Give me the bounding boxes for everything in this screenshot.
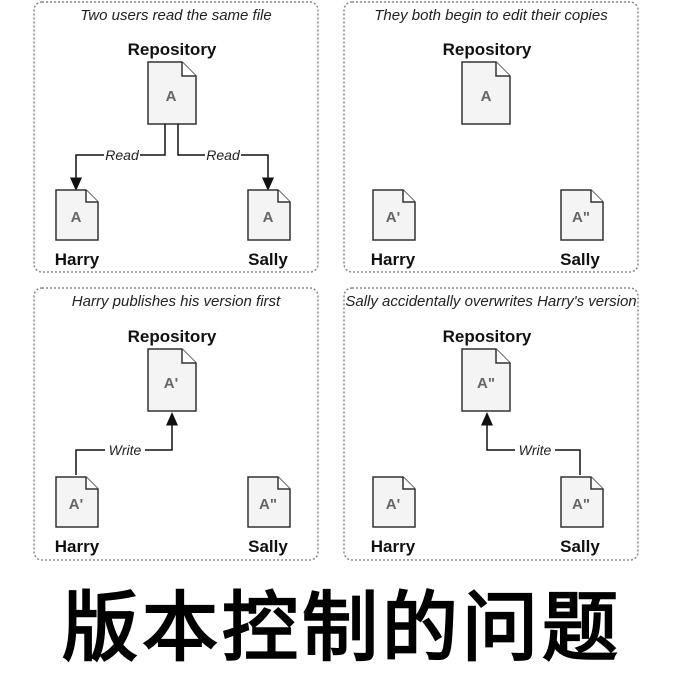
read-label-sally: Read bbox=[206, 147, 241, 163]
sally-document-icon: A bbox=[247, 189, 291, 241]
repository-document-icon: A' bbox=[147, 348, 197, 412]
sally-doc-label: A" bbox=[572, 496, 590, 513]
sally-label: Sally bbox=[560, 537, 600, 556]
sally-doc-label: A" bbox=[259, 496, 277, 513]
sally-document-icon: A" bbox=[247, 476, 291, 528]
harry-label: Harry bbox=[371, 537, 416, 556]
harry-label: Harry bbox=[55, 250, 100, 269]
panel-border bbox=[343, 287, 639, 561]
panel-read: Two users read the same file Repository … bbox=[33, 1, 319, 273]
sally-document-icon: A" bbox=[560, 476, 604, 528]
panel-harry-publishes: Harry publishes his version first Reposi… bbox=[33, 287, 319, 561]
panel-caption: Sally accidentally overwrites Harry's ve… bbox=[345, 293, 636, 310]
version-control-diagram: Two users read the same file Repository … bbox=[33, 1, 639, 561]
repository-title: Repository bbox=[128, 40, 217, 59]
repository-document-icon: A" bbox=[461, 348, 511, 412]
panel-border bbox=[343, 1, 639, 273]
harry-document-icon: A' bbox=[372, 476, 416, 528]
repository-document-icon: A bbox=[461, 61, 511, 125]
sally-label: Sally bbox=[248, 250, 288, 269]
panel-caption: They both begin to edit their copies bbox=[374, 7, 608, 24]
sally-label: Sally bbox=[560, 250, 600, 269]
harry-document-icon: A bbox=[55, 189, 99, 241]
harry-label: Harry bbox=[55, 537, 100, 556]
panel-border bbox=[33, 1, 319, 273]
panel-caption: Two users read the same file bbox=[80, 7, 271, 24]
harry-document-icon: A' bbox=[372, 189, 416, 241]
repository-title: Repository bbox=[443, 40, 532, 59]
bottom-title: 版本控制的问题 bbox=[62, 583, 622, 672]
repository-title: Repository bbox=[128, 327, 217, 346]
repository-doc-label: A' bbox=[164, 375, 178, 392]
read-label-harry: Read bbox=[105, 147, 140, 163]
repository-doc-label: A bbox=[481, 88, 492, 105]
sally-doc-label: A bbox=[263, 209, 274, 226]
sally-label: Sally bbox=[248, 537, 288, 556]
write-label: Write bbox=[519, 442, 552, 458]
panel-sally-overwrites: Sally accidentally overwrites Harry's ve… bbox=[343, 287, 639, 561]
harry-doc-label: A' bbox=[69, 496, 83, 513]
panel-border bbox=[33, 287, 319, 561]
harry-label: Harry bbox=[371, 250, 416, 269]
repository-doc-label: A" bbox=[477, 375, 495, 392]
harry-document-icon: A' bbox=[55, 476, 99, 528]
panel-edit: They both begin to edit their copies Rep… bbox=[343, 1, 639, 273]
harry-doc-label: A' bbox=[386, 496, 400, 513]
sally-doc-label: A" bbox=[572, 209, 590, 226]
harry-doc-label: A' bbox=[386, 209, 400, 226]
repository-title: Repository bbox=[443, 327, 532, 346]
panel-caption: Harry publishes his version first bbox=[72, 293, 281, 310]
repository-document-icon: A bbox=[147, 61, 197, 125]
harry-doc-label: A bbox=[71, 209, 82, 226]
repository-doc-label: A bbox=[166, 88, 177, 105]
write-label: Write bbox=[109, 442, 142, 458]
sally-document-icon: A" bbox=[560, 189, 604, 241]
